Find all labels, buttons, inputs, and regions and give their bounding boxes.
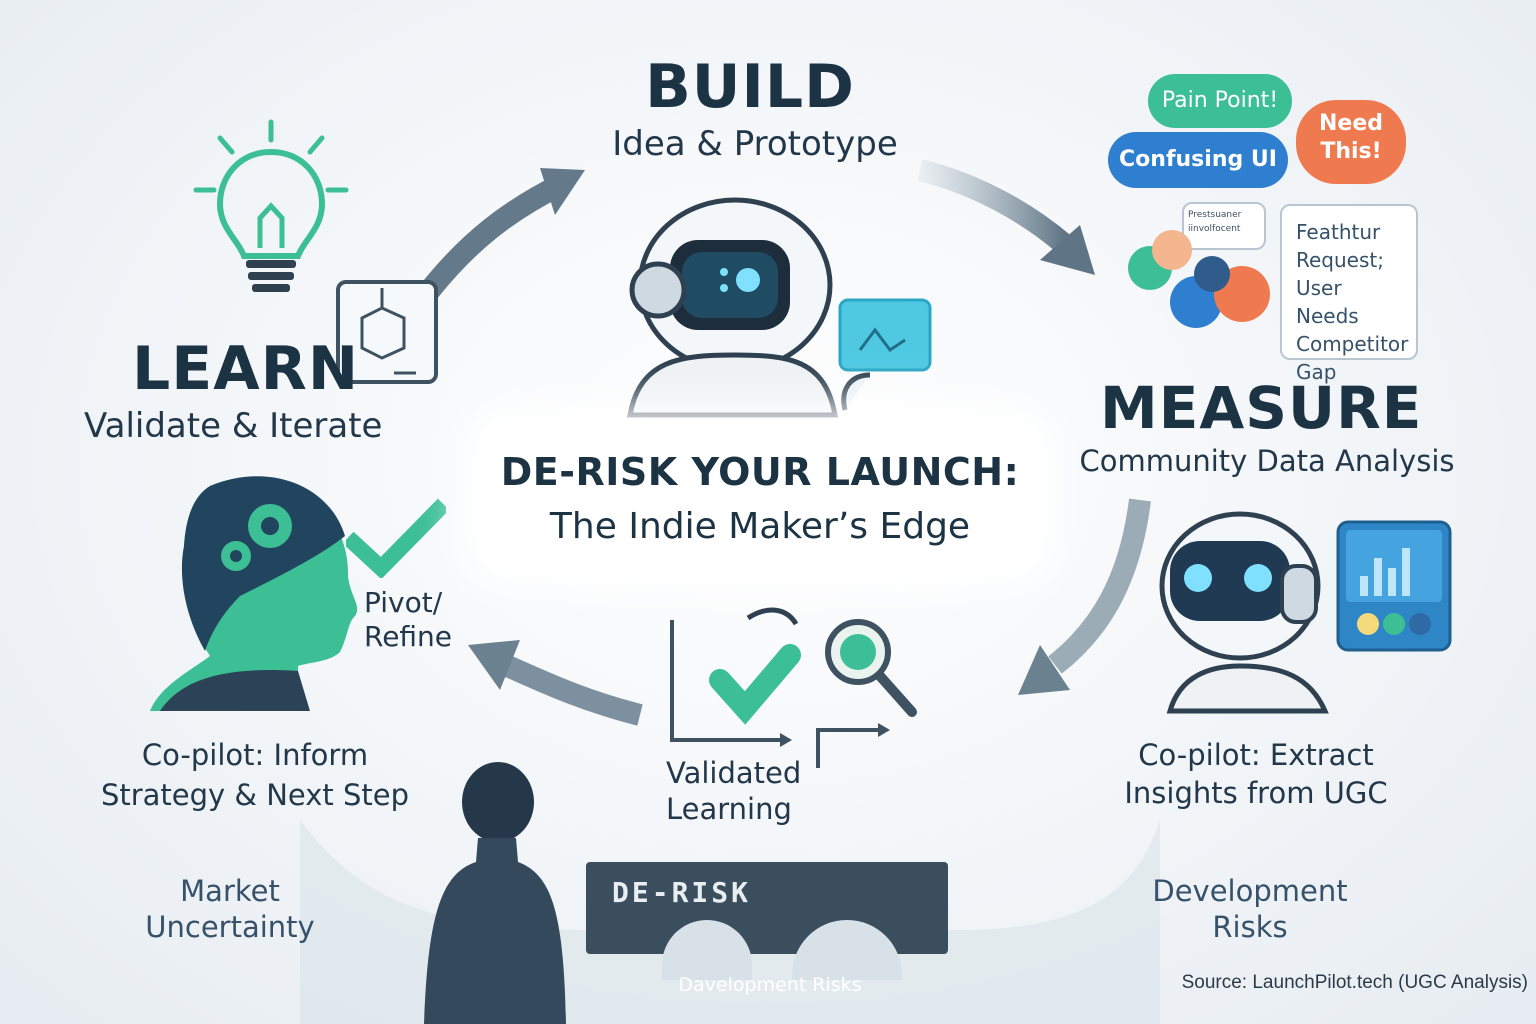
arrow-learn-to-build bbox=[419, 174, 571, 301]
need-this-line1: Need bbox=[1318, 111, 1383, 136]
feature-line1: Feathtur bbox=[1296, 220, 1381, 244]
validated-label-2: Learning bbox=[666, 792, 792, 826]
head-profile-icon bbox=[150, 476, 358, 711]
feature-line4: Competitor bbox=[1296, 332, 1409, 356]
robot-builder-icon bbox=[627, 197, 932, 418]
arrow-to-pivot bbox=[500, 654, 643, 726]
pivot-label-1: Pivot/ bbox=[364, 586, 443, 619]
small-note-line1: Prestsuaner bbox=[1188, 210, 1242, 220]
bridge-label: DE-RISK bbox=[612, 876, 752, 909]
measure-title: MEASURE bbox=[1100, 374, 1423, 442]
headline-card: DE-RISK YOUR LAUNCH: The Indie Maker’s E… bbox=[480, 422, 1040, 572]
copilot-right-2: Insights from UGC bbox=[1124, 776, 1388, 810]
measure-subtitle: Community Data Analysis bbox=[1079, 444, 1455, 478]
dev-risks-label-1: Development bbox=[1152, 874, 1348, 908]
feature-line3: User Needs bbox=[1296, 276, 1359, 328]
feature-line2: Request; bbox=[1296, 248, 1384, 272]
person-silhouette-icon bbox=[424, 762, 566, 1024]
bubble-pain-point: Pain Point! bbox=[1148, 74, 1292, 128]
learn-subtitle: Validate & Iterate bbox=[84, 406, 383, 446]
small-note-card: Prestsuaner iinvolfocent bbox=[1182, 202, 1266, 250]
arrow-build-to-measure bbox=[917, 159, 1073, 254]
robot-analyst-icon bbox=[1159, 511, 1452, 714]
validated-label-1: Validated bbox=[666, 756, 802, 790]
learn-title: LEARN bbox=[132, 334, 360, 404]
copilot-right-1: Co-pilot: Extract bbox=[1138, 738, 1374, 772]
build-subtitle: Idea & Prototype bbox=[612, 124, 898, 164]
chat-bubbles-cluster-icon bbox=[1128, 230, 1270, 328]
feature-request-card: Feathtur Request; User Needs Competitor … bbox=[1280, 204, 1418, 384]
source-credit: Source: LaunchPilot.tech (UGC Analysis) bbox=[1181, 972, 1528, 993]
headline-line1: DE-RISK YOUR LAUNCH: bbox=[500, 450, 1020, 494]
validation-chart-icon bbox=[670, 607, 917, 768]
derisk-bridge: DE-RISK bbox=[586, 862, 948, 980]
arrow-measure-down bbox=[1048, 498, 1151, 674]
lightbulb-icon bbox=[193, 119, 349, 292]
bubble-need-this: Need This! bbox=[1296, 100, 1406, 184]
feature-line5: Gap bbox=[1296, 360, 1337, 384]
market-label-2: Uncertainty bbox=[145, 910, 315, 944]
need-this-line2: This! bbox=[1320, 139, 1382, 164]
copilot-left-1: Co-pilot: Inform bbox=[141, 738, 369, 772]
market-label-1: Market bbox=[180, 874, 280, 908]
iterate-card-icon bbox=[336, 280, 438, 384]
bridge-caption: Davelopment Risks bbox=[678, 974, 862, 996]
copilot-left-2: Strategy & Next Step bbox=[100, 778, 410, 812]
pivot-label-2: Refine bbox=[364, 620, 453, 653]
small-note-line2: iinvolfocent bbox=[1188, 224, 1241, 234]
headline-line2: The Indie Maker’s Edge bbox=[549, 506, 971, 547]
bubble-confusing-ui: Confusing UI bbox=[1108, 132, 1288, 188]
dev-risks-label-2: Risks bbox=[1212, 910, 1288, 944]
checkmark-icon bbox=[346, 498, 446, 578]
build-title: BUILD bbox=[645, 52, 855, 122]
